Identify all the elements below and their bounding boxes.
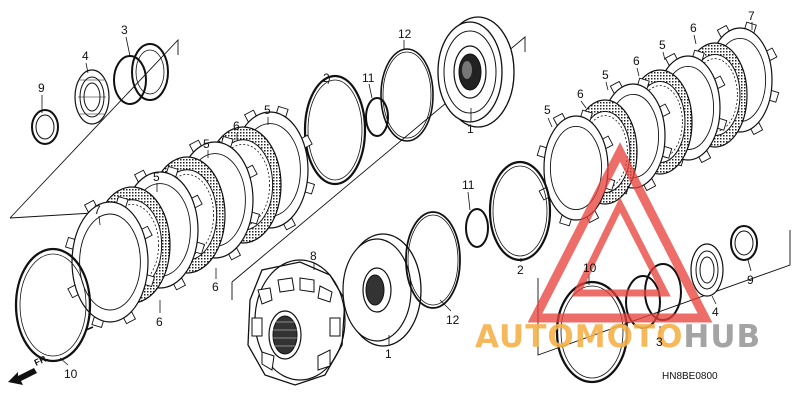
- snap-ring-9-top: [31, 109, 59, 145]
- callout-6-right-b: 6: [633, 54, 640, 68]
- callout-5-left-a: 5: [153, 170, 160, 184]
- callout-1-bottom: 1: [385, 347, 392, 361]
- snap-ring-10-right: [555, 280, 629, 384]
- piston-1-bottom: [342, 233, 422, 347]
- o-ring-12-bottom: [405, 211, 461, 309]
- diagram-code: HN8BE0800: [662, 371, 718, 382]
- clutch-pack-right: [536, 21, 780, 227]
- snap-ring-3-top: [113, 43, 169, 105]
- snap-ring-10-left: [14, 247, 94, 363]
- o-ring-12-top: [380, 48, 434, 142]
- callout-5-left-b: 5: [203, 137, 210, 151]
- svg-text:AUTOMOTOHUB: AUTOMOTOHUB: [475, 319, 761, 355]
- callout-6-right-c: 6: [690, 21, 697, 35]
- leader-lines: [41, 22, 753, 366]
- callout-1-top: 1: [467, 122, 474, 136]
- callout-9-bottom: 9: [747, 273, 754, 287]
- watermark-part-auto: AUTO: [475, 319, 575, 355]
- clutch-drum-8: [247, 259, 346, 386]
- watermark-logo: AUTOMOTOHUB: [475, 142, 761, 355]
- piston-1-top: [437, 16, 515, 128]
- ring-2-bottom: [488, 160, 552, 262]
- watermark-part-hub: HUB: [683, 319, 761, 355]
- front-arrow-icon: FR.: [8, 353, 50, 385]
- callout-6-left-b: 6: [156, 315, 163, 329]
- clutch-plate-right-7: [536, 109, 616, 227]
- callout-9-top: 9: [38, 81, 45, 95]
- callout-7-right: 7: [748, 9, 755, 23]
- callout-6-right-a: 6: [577, 87, 584, 101]
- callout-12-top: 12: [398, 27, 412, 41]
- o-ring-11-top: [365, 97, 389, 137]
- clutch-pack-left: [64, 105, 316, 329]
- callout-6-left-c: 6: [212, 280, 219, 294]
- clutch-plate-left-7: [64, 195, 156, 329]
- callout-3-bottom: 3: [656, 335, 663, 349]
- callout-5-right-b: 5: [602, 68, 609, 82]
- one-way-clutch-4-top: [74, 69, 110, 125]
- callout-5-right-a: 5: [544, 103, 551, 117]
- callout-2-bottom: 2: [517, 263, 524, 277]
- callout-10-right: 10: [583, 261, 597, 275]
- callout-3-top: 3: [121, 23, 128, 37]
- one-way-clutch-4-bottom: [690, 243, 724, 297]
- callout-11-bottom: 11: [462, 178, 475, 192]
- snap-ring-9-bottom: [730, 225, 758, 261]
- callout-11-top: 11: [362, 71, 375, 85]
- watermark-part-moto: MOTO: [575, 319, 684, 355]
- callout-2-top: 2: [323, 71, 330, 85]
- callout-6-left-a: 6: [233, 119, 240, 133]
- callout-5-left-c: 5: [264, 103, 271, 117]
- o-ring-11-bottom: [465, 208, 489, 248]
- callout-7-left: 7: [94, 203, 101, 217]
- callout-8: 8: [310, 249, 317, 263]
- callout-10-left: 10: [64, 367, 78, 381]
- ring-2-top: [303, 74, 367, 186]
- callout-12-bottom: 12: [446, 313, 460, 327]
- callout-labels: 9 4 3 2 11 12 1 7 5 5 6 5 6 6 10 8 1 12 …: [38, 9, 755, 381]
- callout-4-top: 4: [82, 49, 89, 63]
- callout-5-right-c: 5: [659, 38, 666, 52]
- callout-4-bottom: 4: [712, 305, 719, 319]
